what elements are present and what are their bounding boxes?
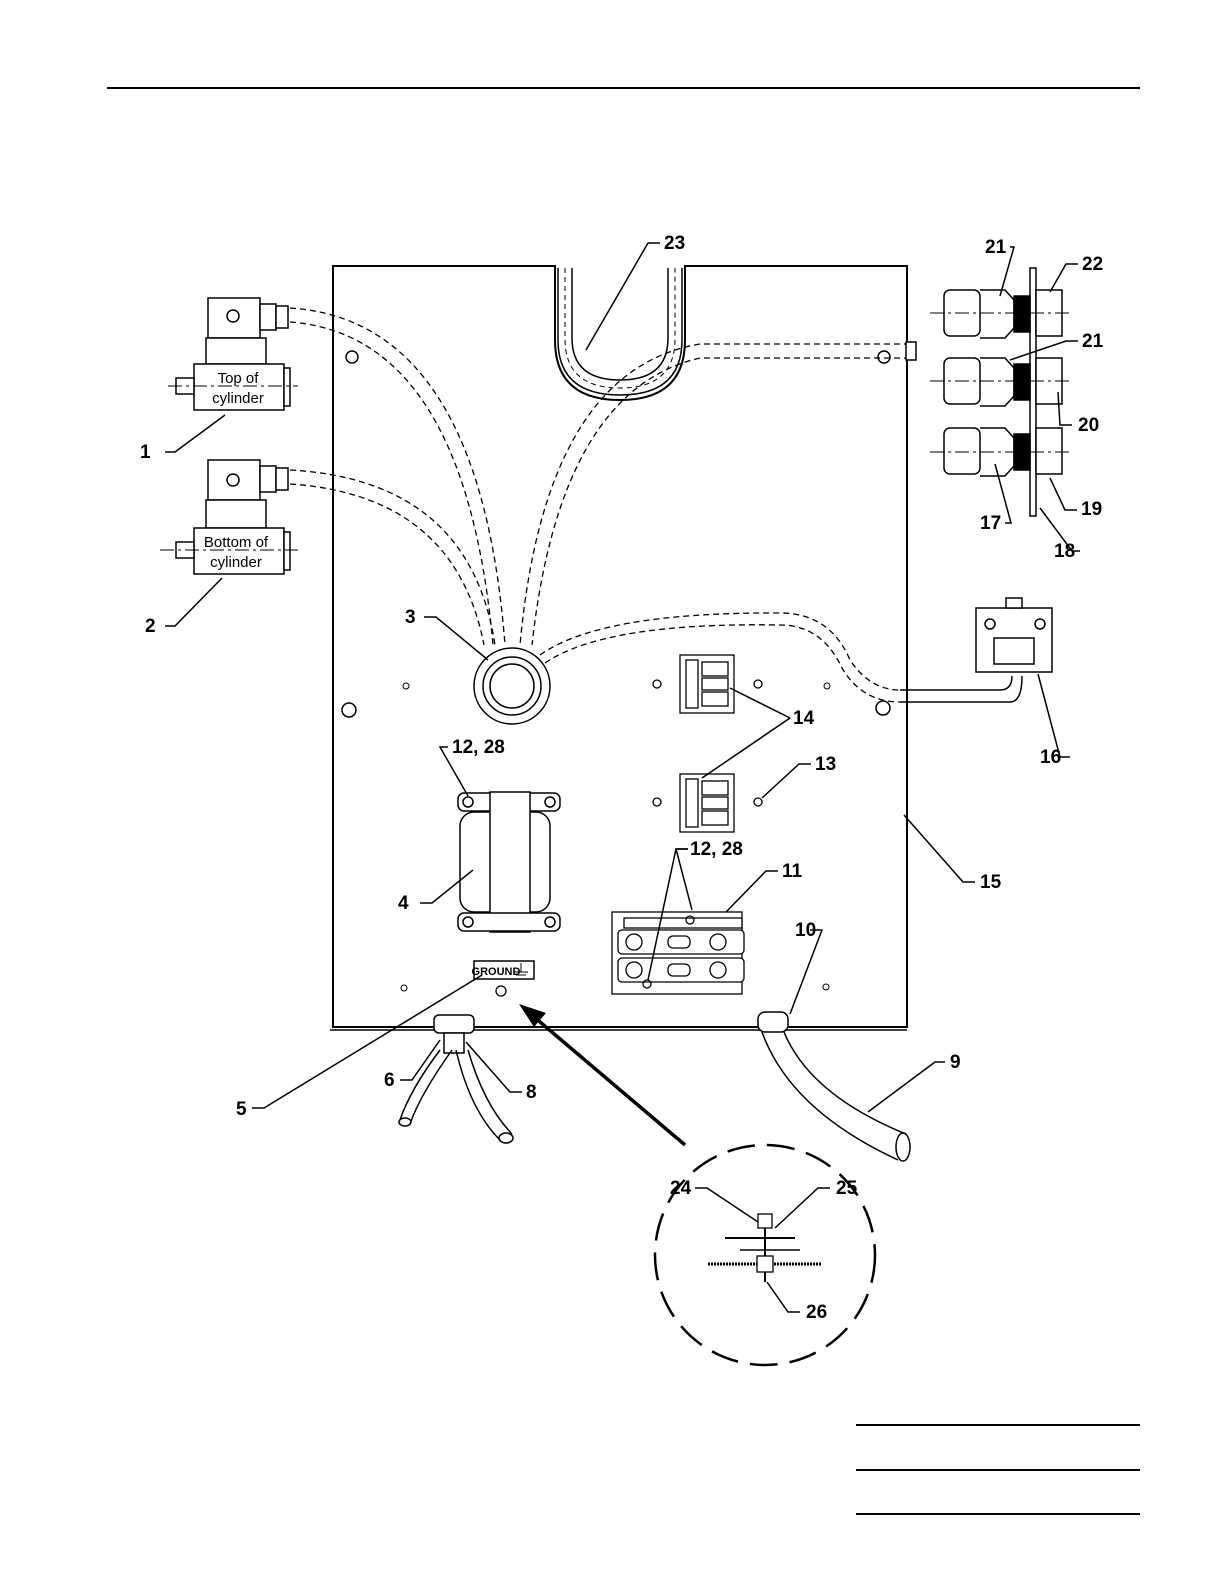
callout-16: 16 <box>1040 747 1061 768</box>
callout-23: 23 <box>664 233 685 254</box>
callout-4: 4 <box>398 893 409 914</box>
terminal-block-upper <box>653 655 762 713</box>
callout-3: 3 <box>405 607 416 628</box>
detail-arrow <box>519 1004 685 1145</box>
callout-24: 24 <box>670 1178 692 1199</box>
bottom-cylinder-line1: Bottom of <box>204 534 269 551</box>
callout-21-lower: 21 <box>1082 331 1104 352</box>
footer-rules <box>856 1425 1140 1514</box>
top-cylinder-line2: cylinder <box>212 390 264 407</box>
callout-1: 1 <box>140 442 151 463</box>
u-cable <box>558 268 682 395</box>
callout-22: 22 <box>1082 254 1103 275</box>
callout-6: 6 <box>384 1070 395 1091</box>
leader-lines <box>165 243 1080 1312</box>
callout-14: 14 <box>793 708 815 729</box>
callout-20: 20 <box>1078 415 1099 436</box>
callout-19: 19 <box>1081 499 1102 520</box>
callout-17: 17 <box>980 513 1001 534</box>
callout-15: 15 <box>980 872 1002 893</box>
callout-18: 18 <box>1054 541 1075 562</box>
callout-8: 8 <box>526 1082 537 1103</box>
terminal-block-lower <box>653 774 762 832</box>
bottom-cylinder-line2: cylinder <box>210 554 262 571</box>
limit-switch <box>900 598 1052 702</box>
callout-9: 9 <box>950 1052 961 1073</box>
transformer <box>458 792 560 932</box>
callout-11: 11 <box>782 861 803 882</box>
top-cylinder-line1: Top of <box>218 370 260 387</box>
cord-grip <box>399 1015 513 1143</box>
callout-12-28-lower: 12, 28 <box>690 839 743 860</box>
callout-21-upper: 21 <box>985 237 1007 258</box>
callout-13: 13 <box>815 754 836 775</box>
conduit <box>758 1012 910 1161</box>
callout-10: 10 <box>795 920 816 941</box>
pushbutton-assembly <box>906 268 1072 516</box>
grommet <box>474 648 550 724</box>
contactor <box>612 912 744 994</box>
callout-5: 5 <box>236 1099 247 1120</box>
callout-25: 25 <box>836 1178 858 1199</box>
hidden-wire-routes <box>290 308 910 702</box>
callout-12-28-upper: 12, 28 <box>452 737 505 758</box>
callout-26: 26 <box>806 1302 827 1323</box>
callout-2: 2 <box>145 616 156 637</box>
